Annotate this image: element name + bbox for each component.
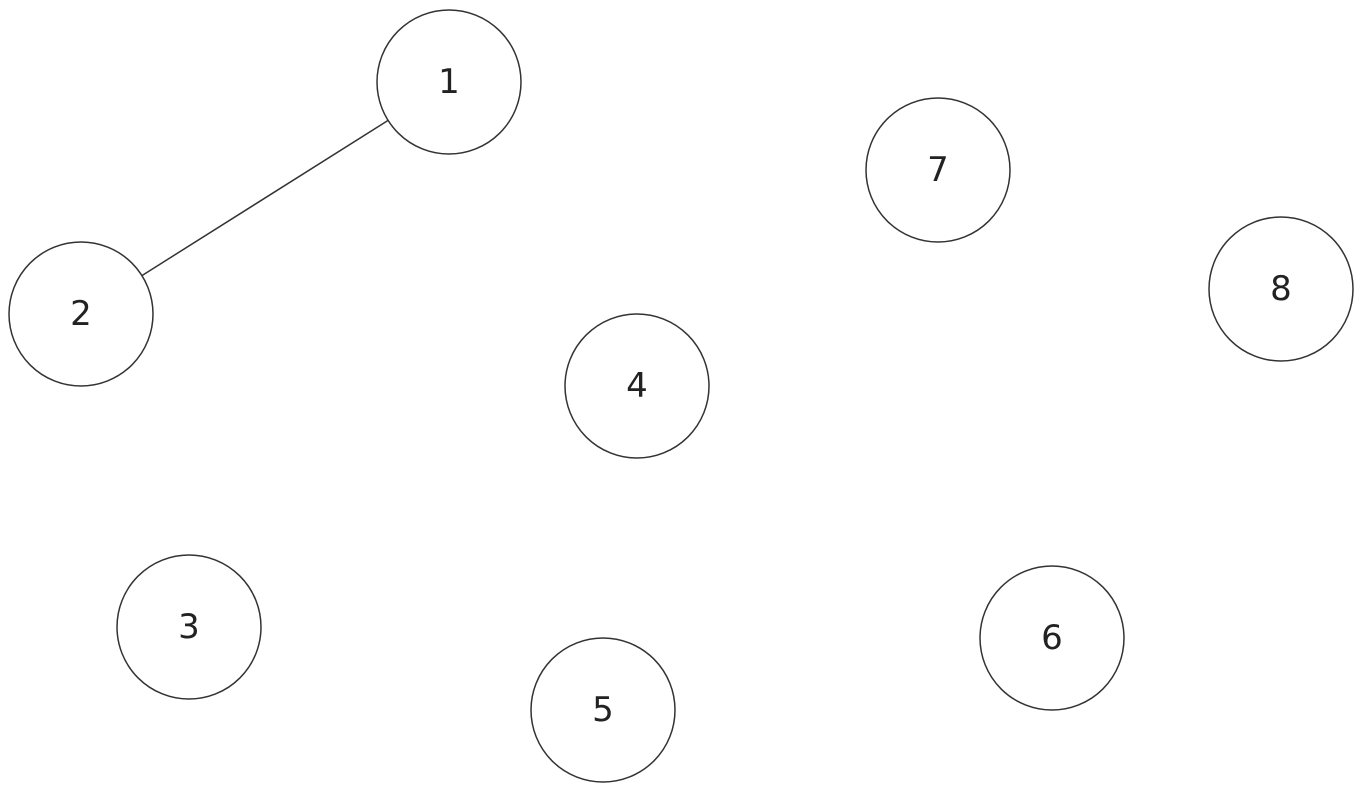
node-label: 4 [626, 366, 648, 406]
edge-1-2 [141, 119, 389, 277]
node-1: 1 [376, 9, 522, 155]
node-circle [865, 97, 1011, 243]
node-5: 5 [530, 637, 676, 783]
node-label: 3 [178, 607, 200, 647]
node-circle [116, 554, 262, 700]
node-circle [8, 241, 154, 387]
node-label: 6 [1041, 618, 1063, 658]
node-label: 8 [1270, 269, 1292, 309]
edges-layer [141, 119, 389, 277]
node-2: 2 [8, 241, 154, 387]
node-3: 3 [116, 554, 262, 700]
node-6: 6 [979, 565, 1125, 711]
node-label: 1 [438, 62, 460, 102]
node-label: 7 [927, 150, 949, 190]
node-label: 2 [70, 294, 92, 334]
node-circle [564, 313, 710, 459]
node-label: 5 [592, 690, 614, 730]
node-4: 4 [564, 313, 710, 459]
nodes-layer: 1 2 3 4 5 6 7 8 [8, 9, 1354, 783]
node-circle [1208, 216, 1354, 362]
node-circle [530, 637, 676, 783]
node-8: 8 [1208, 216, 1354, 362]
node-circle [979, 565, 1125, 711]
node-7: 7 [865, 97, 1011, 243]
node-circle [376, 9, 522, 155]
